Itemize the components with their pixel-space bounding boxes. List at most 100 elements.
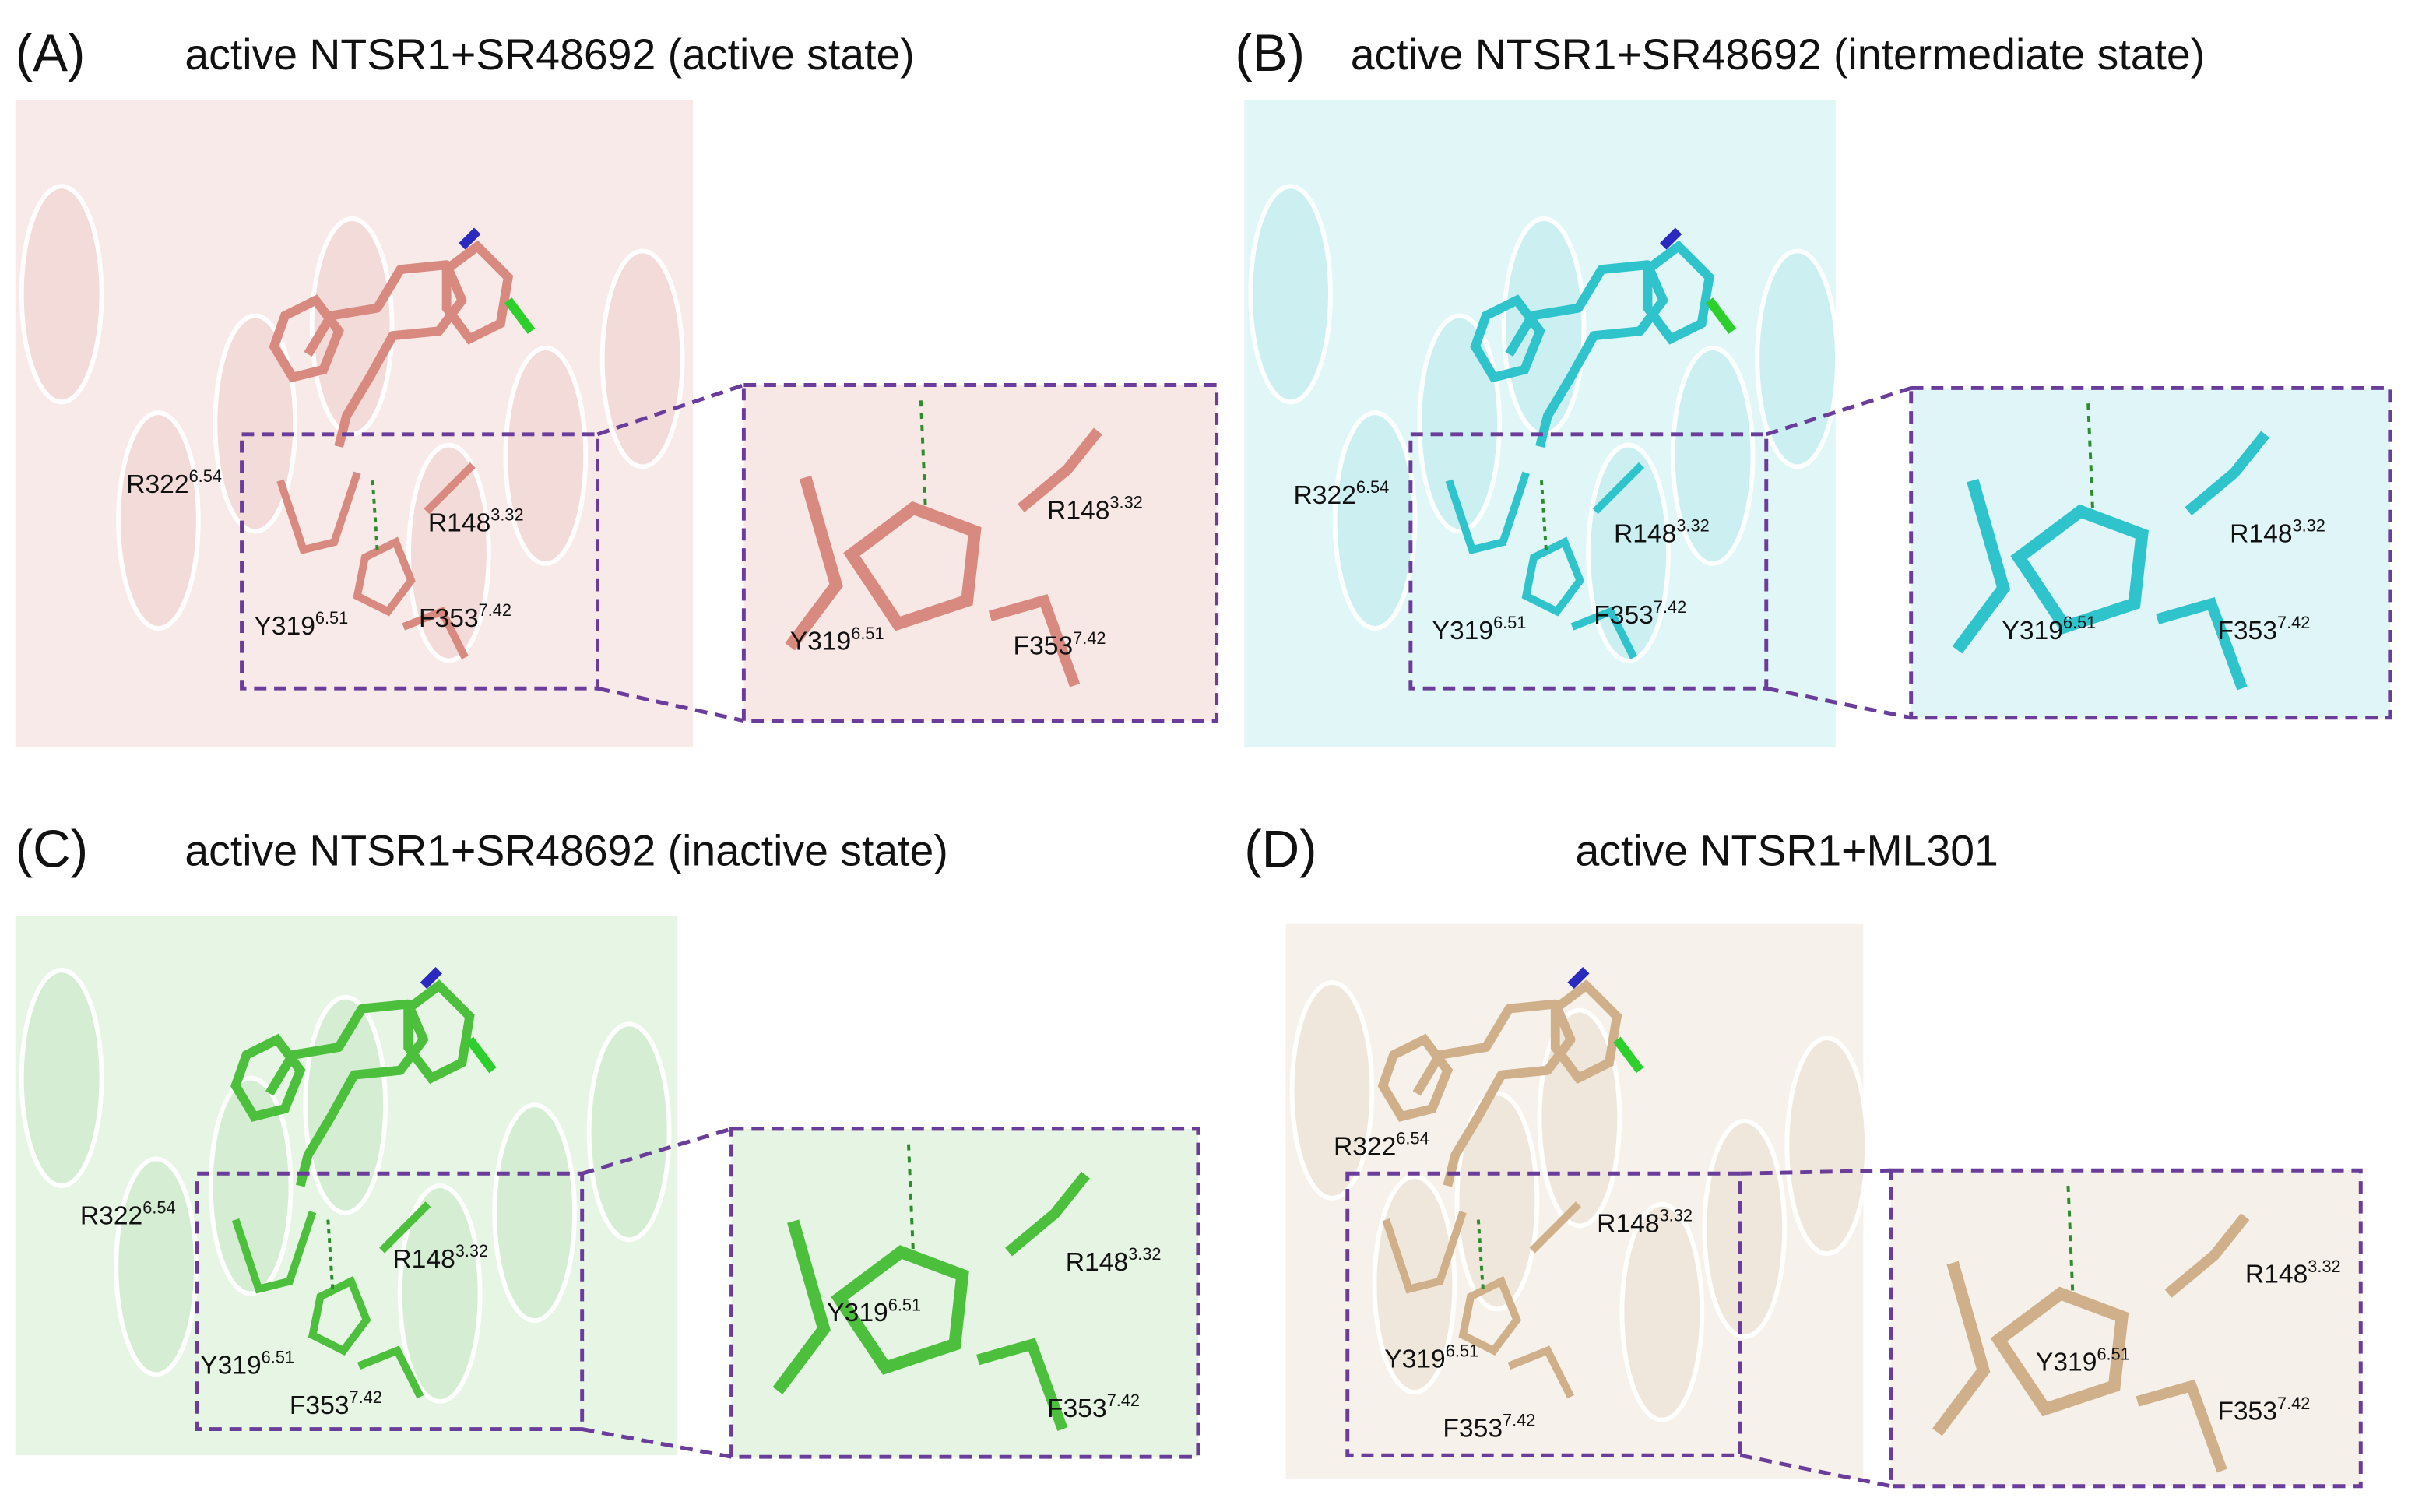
helix-ribbon bbox=[503, 346, 589, 566]
hydrogen-bond bbox=[326, 1219, 335, 1289]
ligand-ring bbox=[1550, 979, 1622, 1085]
zoom-connector-line bbox=[1766, 386, 1912, 437]
inset-r148-sticks bbox=[1005, 1171, 1090, 1257]
inset-residue-label-r148: R1483.32 bbox=[2230, 519, 2325, 547]
residue-r148-sticks bbox=[379, 1201, 431, 1254]
residue-ballesteros-number: 6.51 bbox=[1445, 1342, 1479, 1362]
helix-ribbon bbox=[1784, 1036, 1870, 1257]
ligand-sticks bbox=[265, 999, 428, 1187]
zoom-region-box bbox=[1345, 1171, 1742, 1457]
helix-ribbon bbox=[116, 410, 201, 631]
inset-box bbox=[1889, 1168, 2363, 1489]
helix-ribbon bbox=[406, 442, 491, 663]
zoom-connector-line bbox=[596, 383, 745, 437]
residue-label-y319: Y3196.51 bbox=[200, 1348, 295, 1380]
helix-ribbon bbox=[1501, 216, 1587, 437]
panel-a bbox=[15, 100, 1219, 747]
helix-ribbon bbox=[397, 1183, 483, 1404]
ligand-ring bbox=[1643, 240, 1714, 345]
inset-background bbox=[743, 385, 1217, 721]
inset-r322-sticks bbox=[1932, 1261, 1991, 1436]
residue-name: F353 bbox=[1594, 600, 1654, 631]
nitrogen-atom bbox=[1660, 227, 1682, 250]
inset-r322-sticks bbox=[772, 1219, 831, 1394]
residue-ballesteros-number: 7.42 bbox=[1503, 1412, 1536, 1431]
residue-r148-sticks bbox=[424, 462, 476, 515]
residue-label-f353: F3537.42 bbox=[1594, 600, 1686, 631]
helix-ribbon bbox=[1670, 346, 1756, 566]
residue-ballesteros-number: 3.32 bbox=[1128, 1246, 1162, 1264]
residue-name: R322 bbox=[79, 1201, 143, 1231]
residue-name: R148 bbox=[1065, 1247, 1129, 1277]
inset-residue-label-y319: Y3196.51 bbox=[2002, 615, 2096, 644]
ligand-sticks bbox=[1412, 999, 1576, 1187]
residue-name: Y319 bbox=[789, 627, 852, 656]
helix-ribbon bbox=[586, 1021, 672, 1243]
inset-y319-sticks bbox=[843, 501, 982, 631]
residue-name: R148 bbox=[427, 508, 491, 538]
residue-r322-sticks bbox=[276, 471, 361, 555]
residue-y319-sticks bbox=[308, 1275, 371, 1356]
panel-c bbox=[15, 916, 1200, 1459]
helix-ribbon bbox=[213, 313, 298, 534]
inset-y319-sticks bbox=[1990, 1286, 2129, 1417]
panel-label: (C) bbox=[15, 821, 89, 880]
residue-name: Y319 bbox=[1432, 616, 1494, 645]
nitrogen-atom bbox=[459, 227, 481, 250]
residue-label-r148: R1483.32 bbox=[392, 1243, 489, 1272]
hydrogen-bond bbox=[907, 1144, 915, 1253]
chlorine-atom bbox=[466, 1036, 497, 1074]
helix-ribbon bbox=[1454, 1091, 1540, 1312]
residue-name: Y319 bbox=[200, 1350, 262, 1380]
residue-ballesteros-number: 3.32 bbox=[490, 506, 524, 526]
ligand-ring bbox=[441, 240, 514, 345]
inset-box bbox=[729, 1127, 1200, 1459]
residue-label-y319: Y3196.51 bbox=[1432, 615, 1527, 645]
residue-name: F353 bbox=[1047, 1394, 1107, 1423]
residue-label-r322: R3226.54 bbox=[1293, 480, 1390, 510]
residue-f353-sticks bbox=[357, 1345, 424, 1399]
inset-y319-sticks bbox=[831, 1245, 969, 1375]
residue-ballesteros-number: 3.32 bbox=[1659, 1207, 1693, 1226]
residue-name: F353 bbox=[419, 603, 479, 633]
residue-name: Y319 bbox=[827, 1298, 888, 1328]
residue-name: F353 bbox=[2217, 1397, 2277, 1426]
residue-ballesteros-number: 3.32 bbox=[455, 1243, 489, 1261]
panel-title: active NTSR1+ML301 bbox=[1575, 827, 1998, 875]
residue-label-r148: R1483.32 bbox=[427, 506, 524, 538]
residue-r148-sticks bbox=[1529, 1201, 1581, 1254]
ligand-ring bbox=[269, 294, 344, 383]
helix-ribbon bbox=[114, 1156, 199, 1377]
residue-name: R322 bbox=[1293, 480, 1356, 510]
residue-name: Y319 bbox=[254, 611, 315, 641]
residue-ballesteros-number: 6.51 bbox=[261, 1348, 295, 1368]
residue-label-y319: Y3196.51 bbox=[254, 610, 348, 641]
inset-r148-sticks bbox=[1017, 427, 1102, 513]
residue-label-r322: R3226.54 bbox=[79, 1201, 176, 1231]
inset-residue-label-y319: Y3196.51 bbox=[789, 626, 884, 656]
residue-name: R322 bbox=[126, 469, 189, 499]
residue-f353-sticks bbox=[1570, 606, 1638, 659]
inset-box bbox=[1909, 385, 2392, 720]
hydrogen-bond bbox=[371, 480, 379, 550]
panel-title: active NTSR1+SR48692 (inactive state) bbox=[185, 827, 948, 875]
residue-label-f353: F3537.42 bbox=[1443, 1412, 1536, 1442]
residue-ballesteros-number: 3.32 bbox=[2308, 1258, 2341, 1277]
residue-ballesteros-number: 7.42 bbox=[2276, 1395, 2311, 1414]
residue-ballesteros-number: 7.42 bbox=[2276, 614, 2311, 633]
residue-r322-sticks bbox=[1382, 1211, 1467, 1294]
chlorine-atom bbox=[504, 297, 536, 334]
ligand-sticks bbox=[1505, 260, 1668, 448]
zoom-connector-line bbox=[582, 1427, 733, 1459]
residue-label-r148: R1483.32 bbox=[1614, 517, 1710, 547]
hydrogen-bond bbox=[1476, 1219, 1485, 1289]
nitrogen-atom bbox=[420, 966, 442, 990]
residue-ballesteros-number: 3.32 bbox=[1676, 517, 1710, 536]
helix-ribbon bbox=[1755, 248, 1840, 469]
residue-label-r322: R3226.54 bbox=[1334, 1131, 1429, 1160]
residue-label-y319: Y3196.51 bbox=[1384, 1342, 1479, 1373]
residue-name: Y319 bbox=[2035, 1347, 2097, 1377]
zoom-connector-line bbox=[596, 686, 744, 723]
inset-y319-sticks bbox=[2010, 504, 2149, 635]
hydrogen-bond bbox=[2066, 1185, 2075, 1294]
